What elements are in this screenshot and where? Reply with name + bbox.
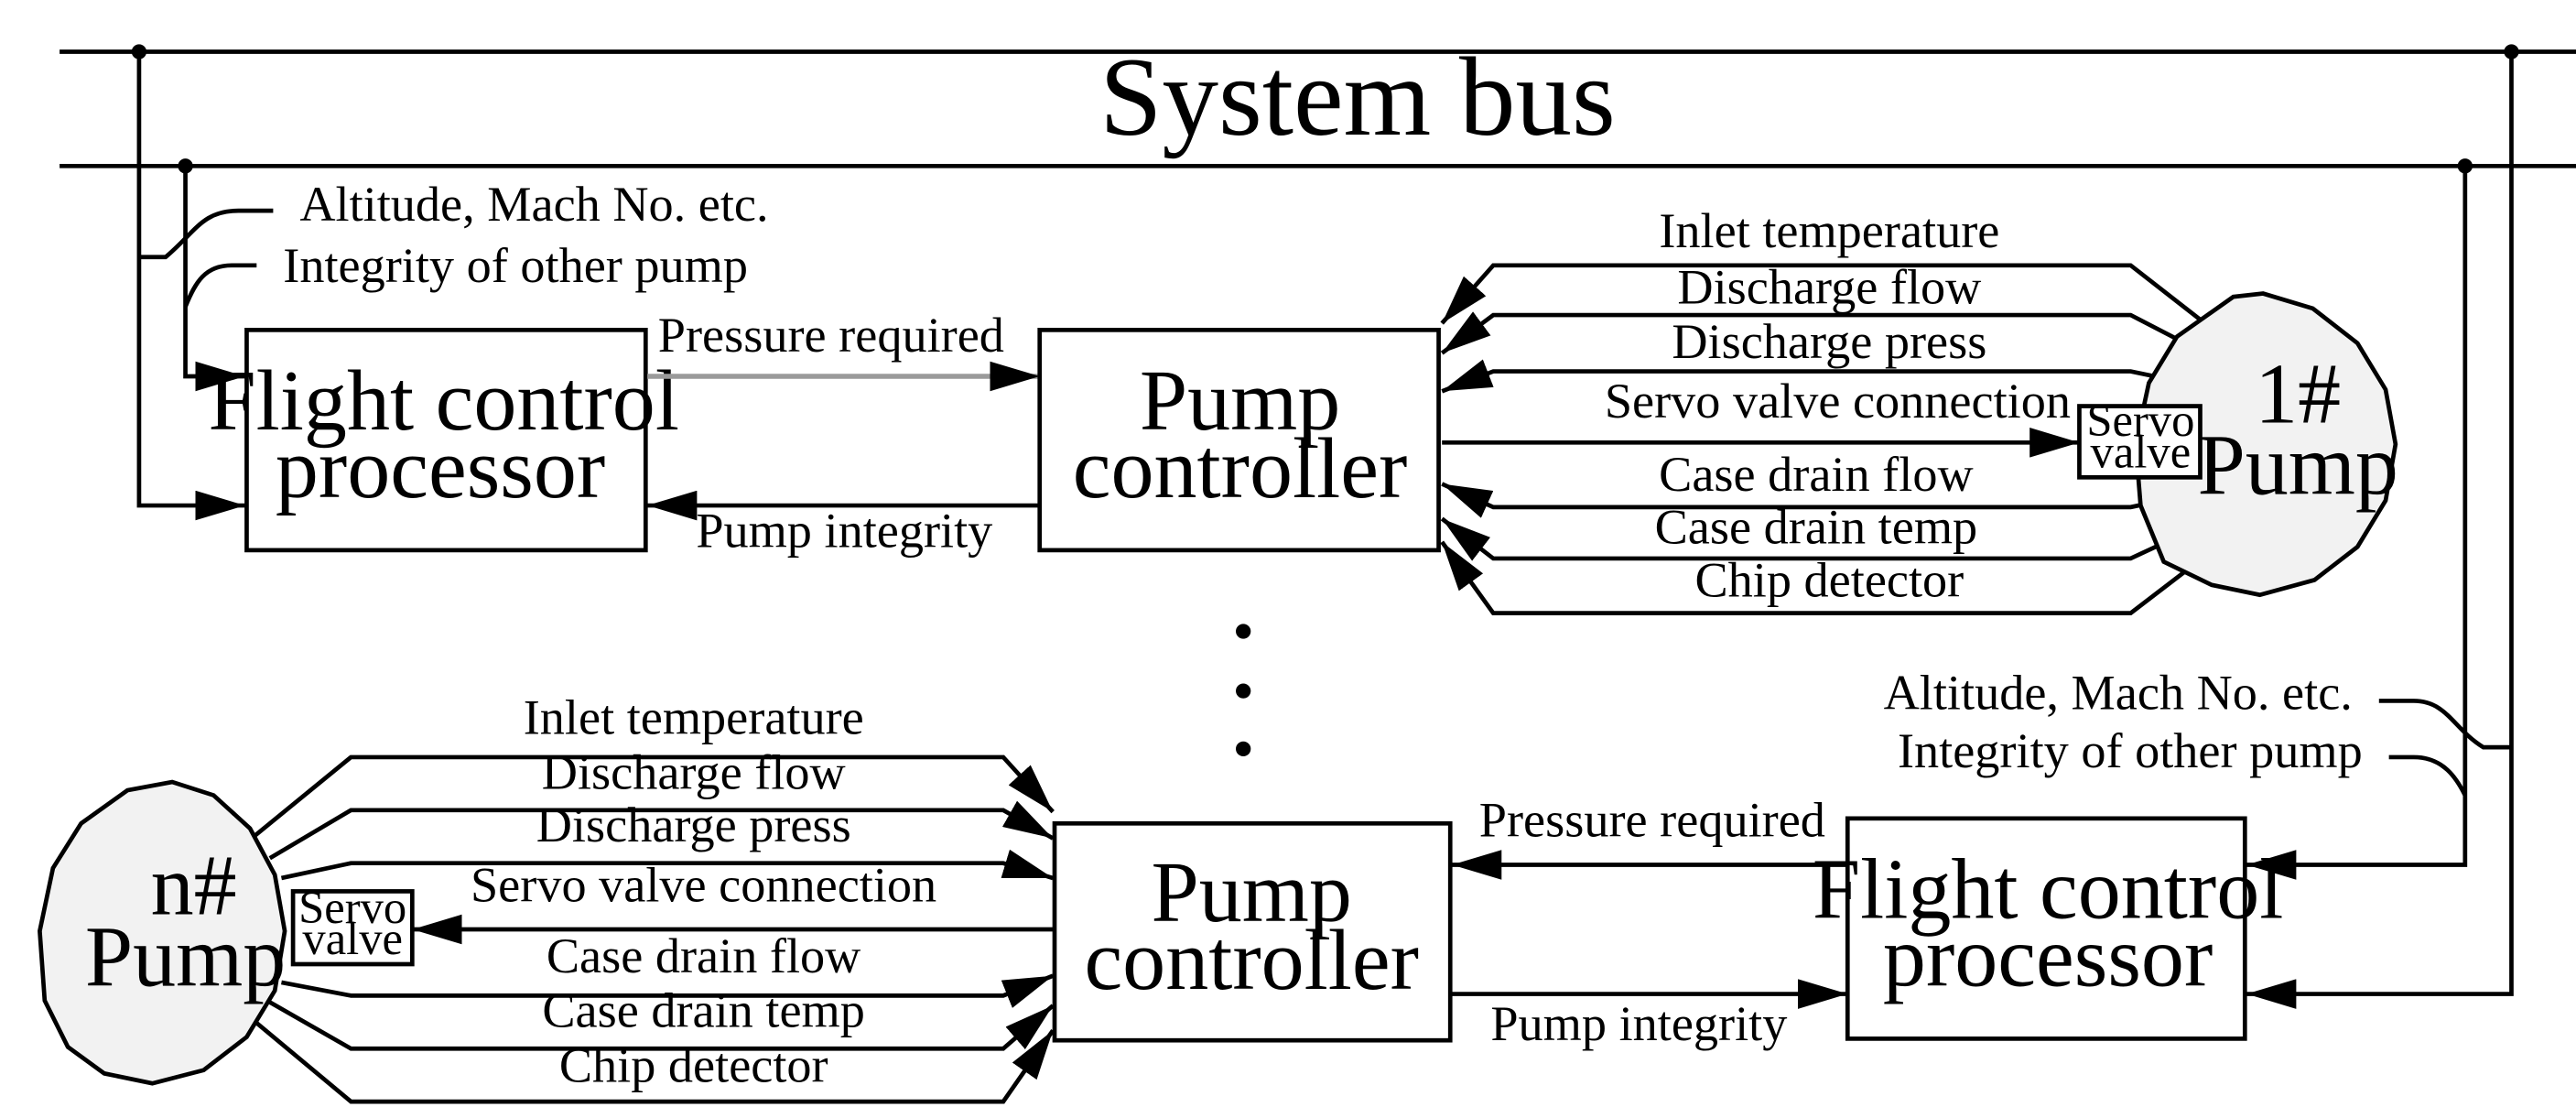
top-input-altitude: Altitude, Mach No. etc. bbox=[299, 177, 768, 232]
ellipsis-dots bbox=[1236, 624, 1251, 757]
top-signal-chip-detector: Chip detector bbox=[1694, 553, 1964, 608]
bottom-signal-case-drain-temp: Case drain temp bbox=[542, 983, 865, 1038]
top-signal-discharge-flow: Discharge flow bbox=[1677, 259, 1981, 314]
top-servo-line1: Servo bbox=[2086, 395, 2194, 446]
bottom-pump-integrity: Pump integrity bbox=[1490, 996, 1787, 1051]
top-signal-discharge-press: Discharge press bbox=[1672, 314, 1986, 369]
system-bus: System bus bbox=[60, 34, 2576, 174]
top-signal-servo-valve-connection: Servo valve connection bbox=[1605, 374, 2071, 429]
bottom-input-integrity: Integrity of other pump bbox=[1898, 723, 2363, 778]
top-servo-valve bbox=[2077, 404, 2203, 480]
top-input-integrity: Integrity of other pump bbox=[283, 238, 748, 293]
top-pump-integrity: Pump integrity bbox=[696, 503, 992, 558]
bottom-pump-assembly: Servo valve n# Pump bbox=[38, 779, 415, 1086]
top-servo-line2: valve bbox=[2091, 426, 2192, 477]
bottom-fcp-pc-links: Pressure required Pump integrity bbox=[1452, 793, 1848, 1051]
bottom-pump-controller: Pump controller bbox=[1052, 820, 1453, 1043]
top-fcp-line2: processor bbox=[276, 421, 605, 516]
bottom-signal-discharge-flow: Discharge flow bbox=[542, 744, 846, 799]
top-pressure-required: Pressure required bbox=[658, 308, 1004, 363]
bottom-signal-labels: Inlet temperature Discharge flow Dischar… bbox=[471, 690, 936, 1093]
top-signal-inlet-temperature: Inlet temperature bbox=[1659, 203, 1999, 258]
bottom-signal-inlet-temperature: Inlet temperature bbox=[524, 690, 864, 745]
top-fcp-pc-links: Pressure required Pump integrity bbox=[647, 308, 1040, 558]
bottom-signal-chip-detector: Chip detector bbox=[559, 1037, 828, 1092]
top-pc-line2: controller bbox=[1073, 421, 1408, 516]
top-pump-controller: Pump controller bbox=[1037, 328, 1441, 553]
bottom-pc-line2: controller bbox=[1084, 913, 1419, 1008]
top-pump-line1: 1# bbox=[2255, 347, 2341, 442]
system-bus-label: System bus bbox=[1099, 34, 1616, 159]
bottom-signal-lines bbox=[250, 754, 1055, 1104]
bottom-servo-valve bbox=[290, 889, 415, 967]
bottom-bus-connections: Altitude, Mach No. etc. Integrity of oth… bbox=[1884, 51, 2514, 1009]
bottom-flight-control-processor: Flight control processor bbox=[1813, 816, 2284, 1041]
top-pump-assembly: Servo valve 1# Pump bbox=[2077, 291, 2398, 598]
top-pc-line1: Pump bbox=[1140, 353, 1340, 449]
bottom-signal-discharge-press: Discharge press bbox=[536, 798, 851, 852]
bottom-fcp-line1: Flight control bbox=[1813, 841, 2284, 937]
bottom-servo-line2: valve bbox=[302, 913, 403, 964]
bottom-pc-line1: Pump bbox=[1151, 845, 1351, 940]
bottom-signal-case-drain-flow: Case drain flow bbox=[547, 928, 861, 983]
top-flight-control-processor: Flight control processor bbox=[208, 328, 679, 553]
top-pump-line2: Pump bbox=[2197, 418, 2397, 513]
top-signal-case-drain-temp: Case drain temp bbox=[1655, 500, 1978, 555]
bottom-pump-line2: Pump bbox=[85, 910, 286, 1005]
bottom-pressure-required: Pressure required bbox=[1479, 793, 1825, 848]
top-fcp-line1: Flight control bbox=[208, 353, 679, 449]
bottom-signal-servo-valve-connection: Servo valve connection bbox=[471, 857, 936, 912]
top-signal-labels: Inlet temperature Discharge flow Dischar… bbox=[1605, 203, 2071, 608]
bottom-fcp-line2: processor bbox=[1883, 910, 2213, 1005]
top-bus-connections: Altitude, Mach No. etc. Integrity of oth… bbox=[136, 51, 769, 521]
bottom-servo-line1: Servo bbox=[298, 882, 406, 933]
bottom-pump-circle bbox=[38, 779, 287, 1086]
top-signal-case-drain-flow: Case drain flow bbox=[1659, 447, 1974, 502]
bottom-pump-line1: n# bbox=[151, 839, 237, 934]
bottom-input-altitude: Altitude, Mach No. etc. bbox=[1884, 665, 2353, 720]
